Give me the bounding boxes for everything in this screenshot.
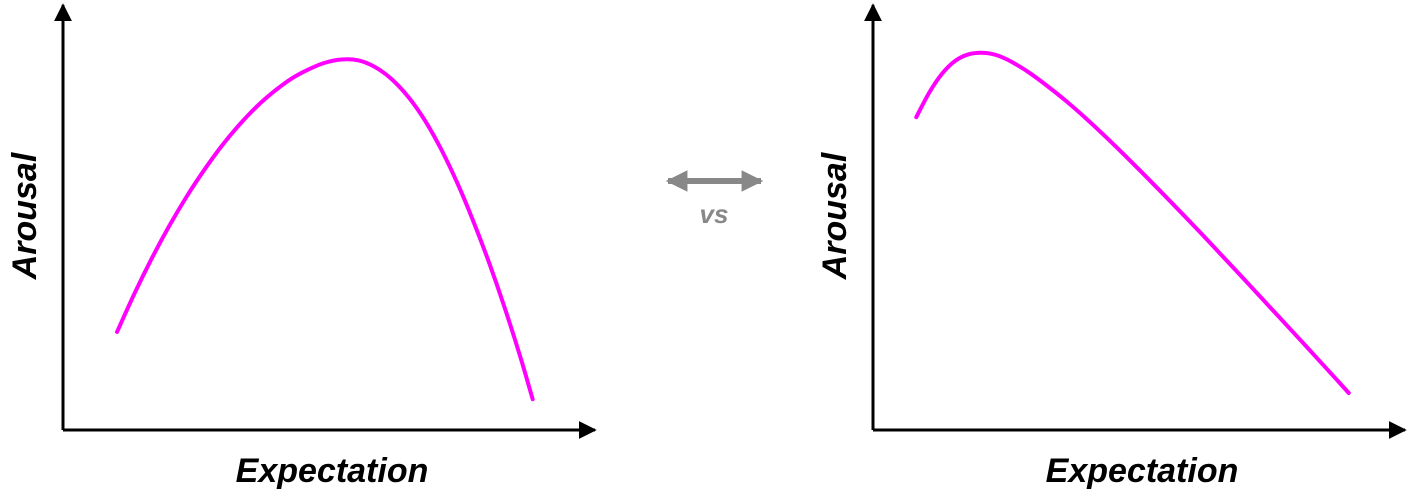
vs-divider: vs: [665, 170, 764, 229]
right-x-axis-label: Expectation: [1046, 452, 1239, 490]
right-y-axis-label: Arousal: [816, 151, 854, 280]
right-arousal-curve: [914, 50, 1351, 395]
left-x-axis-label: Expectation: [236, 452, 429, 490]
vs-label: vs: [700, 199, 729, 229]
left-chart: Expectation Arousal: [6, 3, 597, 490]
left-arousal-curve: [115, 57, 535, 402]
left-y-axis-label: Arousal: [6, 151, 44, 280]
right-chart: Expectation Arousal: [816, 3, 1407, 490]
